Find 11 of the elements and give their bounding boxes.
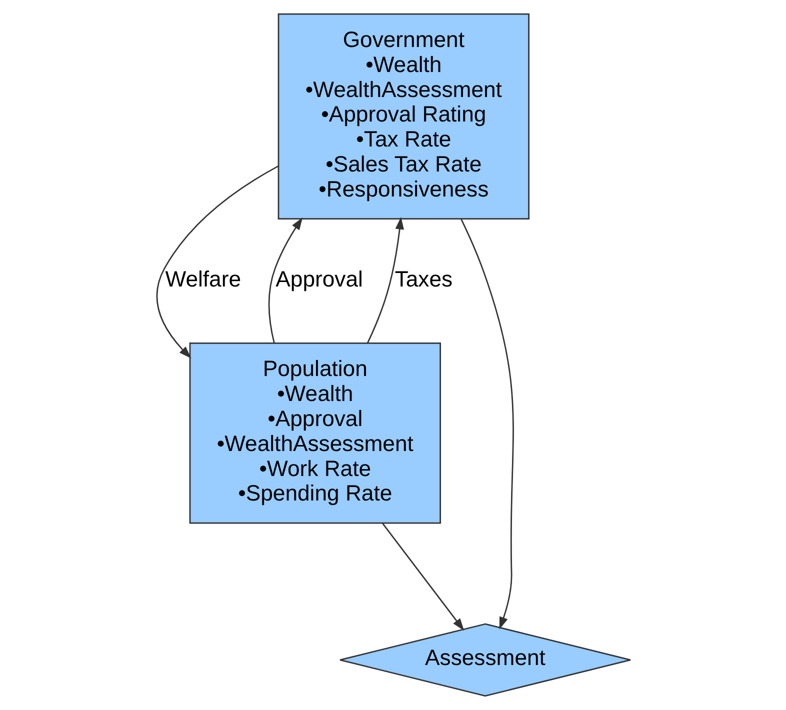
edge-label: Taxes [394,266,452,292]
arrow [268,217,302,344]
arrow [460,218,514,630]
node-box: Population •Wealth •Approval •WealthAssessment •Work Rate •Spending Rate [188,342,440,524]
arrow [366,216,404,344]
edge-label: Approval [275,266,362,292]
node-diamond: Assessment [338,623,631,697]
arrow [156,166,278,358]
arrow [381,522,464,631]
node-box: Government •Wealth •WealthAssessment •Approval Rating •Tax Rate •Sales Tax Rate •Responsiveness [277,13,530,220]
edge-label: Welfare [164,266,241,292]
